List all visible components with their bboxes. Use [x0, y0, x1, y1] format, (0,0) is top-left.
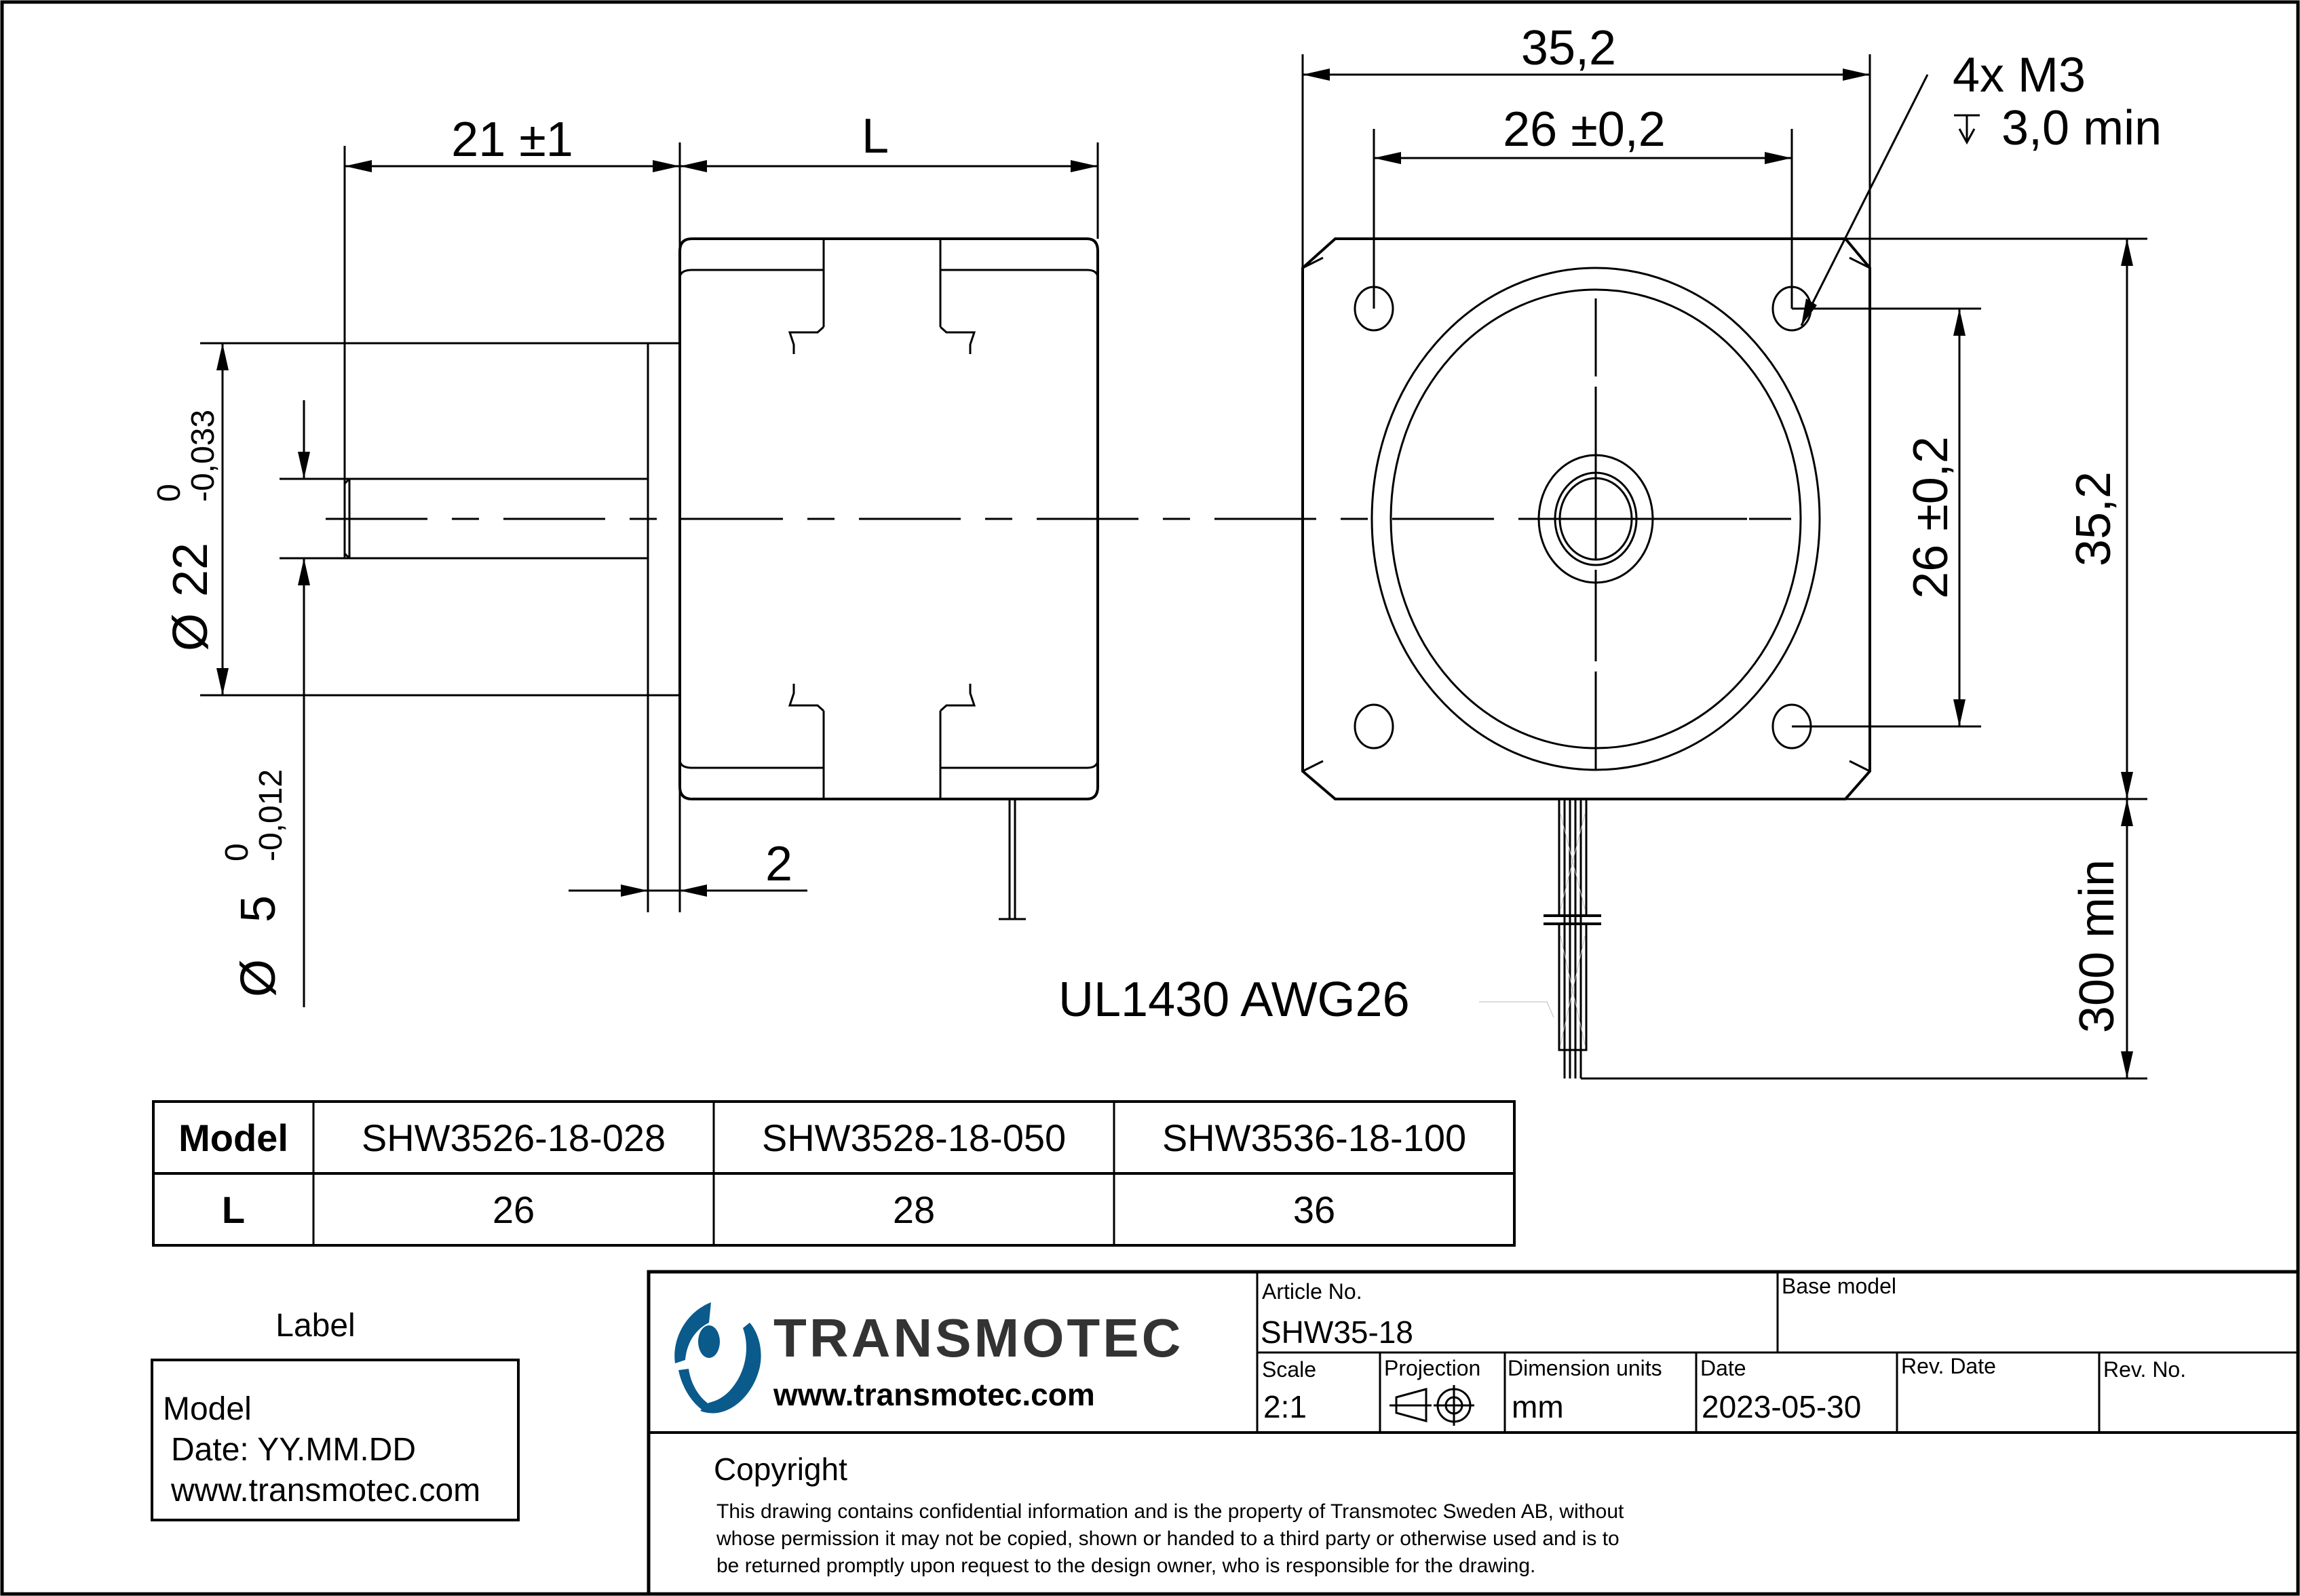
logo-wordmark: TRANSMOTEC — [773, 1308, 1183, 1368]
rev-no-label: Rev. No. — [2103, 1357, 2186, 1382]
svg-text:Ø: Ø — [164, 613, 218, 651]
mounting-hole — [1354, 703, 1394, 750]
copyright-line: This drawing contains confidential infor… — [716, 1500, 1624, 1523]
model-table: Model L SHW3526-18-028 SHW3528-18-050 SH… — [152, 1100, 1516, 1247]
hole-callout-depth: 3,0 min — [1954, 101, 2162, 155]
first-angle-projection-icon — [1389, 1385, 1474, 1426]
label-title: Label — [275, 1308, 355, 1344]
scale-label: Scale — [1262, 1357, 1316, 1382]
svg-text:0: 0 — [219, 843, 255, 861]
rev-date-label: Rev. Date — [1901, 1354, 1996, 1378]
units-label: Dimension units — [1508, 1356, 1662, 1380]
label-line-model: Model — [163, 1391, 252, 1427]
svg-text:22: 22 — [164, 543, 218, 597]
cable-spec-label: UL1430 AWG26 — [1058, 973, 1410, 1027]
lead-wires — [1544, 798, 1601, 1078]
transmotec-logo-icon — [674, 1302, 761, 1414]
hole-callout-thread: 4x M3 — [1953, 48, 2086, 102]
svg-text:-0,033: -0,033 — [185, 410, 221, 502]
dim-body-length: L — [862, 109, 889, 163]
projection-label: Projection — [1384, 1356, 1480, 1380]
svg-text:Ø: Ø — [231, 959, 286, 997]
dim-shaft-length: 21 ±1 — [451, 113, 573, 167]
article-no-label: Article No. — [1262, 1279, 1362, 1304]
label-line-url: www.transmotec.com — [170, 1473, 480, 1509]
dim-width: 35,2 — [1521, 21, 1616, 75]
table-cell-length: 26 — [493, 1188, 535, 1231]
dim-flange-thickness: 2 — [765, 837, 792, 891]
table-header-model: Model — [178, 1116, 288, 1159]
dim-cable-length: 300 min — [2070, 859, 2124, 1033]
dim-hole-spacing-vertical: 26 ±0,2 — [1904, 436, 1958, 599]
table-cell-length: 36 — [1293, 1188, 1335, 1231]
table-cell-model: SHW3536-18-100 — [1162, 1116, 1466, 1159]
svg-text:3,0 min: 3,0 min — [2001, 101, 2162, 155]
svg-text:0: 0 — [151, 484, 187, 502]
dim-pilot-diameter: Ø 22 0 -0,033 — [151, 410, 221, 651]
dim-shaft-diameter: Ø 5 0 -0,012 — [219, 769, 289, 997]
label-box: Label Model Date: YY.MM.DD www.transmote… — [151, 1308, 520, 1521]
base-model-label: Base model — [1782, 1274, 1896, 1298]
dim-height: 35,2 — [2067, 471, 2121, 566]
table-cell-length: 28 — [893, 1188, 935, 1231]
copyright-title: Copyright — [714, 1452, 847, 1487]
table-cell-model: SHW3526-18-028 — [362, 1116, 666, 1159]
logo-url: www.transmotec.com — [773, 1377, 1095, 1412]
scale-value: 2:1 — [1263, 1389, 1307, 1424]
svg-text:5: 5 — [231, 895, 286, 922]
side-view: 21 ±1 L 2 Ø 22 0 -0,033 Ø 5 0 -0,012 — [151, 109, 1560, 1007]
table-header-l: L — [222, 1188, 245, 1231]
svg-text:-0,012: -0,012 — [253, 769, 289, 861]
front-view: 35,2 26 ±0,2 4x M3 3,0 min 26 ±0,2 35,2 — [1058, 21, 2162, 1080]
table-cell-model: SHW3528-18-050 — [762, 1116, 1066, 1159]
label-line-date: Date: YY.MM.DD — [171, 1432, 416, 1468]
date-label: Date — [1700, 1356, 1746, 1380]
date-value: 2023-05-30 — [1702, 1389, 1861, 1424]
copyright-line: be returned promptly upon request to the… — [716, 1555, 1535, 1577]
title-block: TRANSMOTEC www.transmotec.com Article No… — [647, 1270, 2300, 1596]
dim-hole-spacing-horizontal: 26 ±0,2 — [1503, 102, 1666, 157]
units-value: mm — [1512, 1389, 1564, 1424]
article-no-value: SHW35-18 — [1261, 1315, 1413, 1350]
copyright-line: whose permission it may not be copied, s… — [716, 1527, 1619, 1550]
